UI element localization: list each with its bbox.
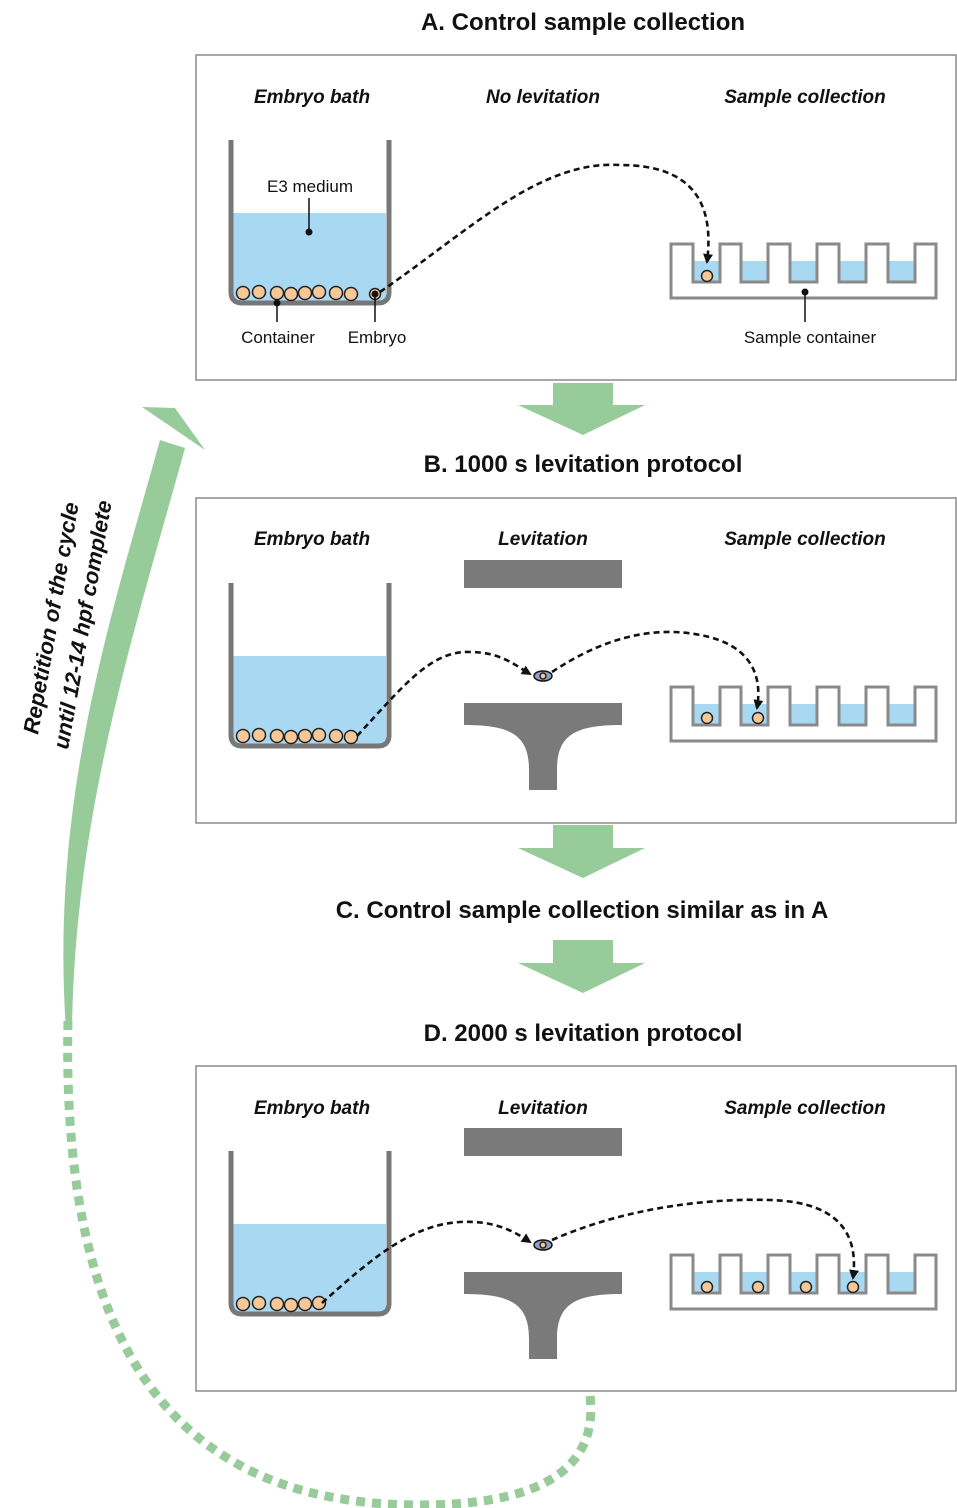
cycle-arrow: [63, 407, 596, 1508]
e3-medium-label: E3 medium: [267, 177, 353, 196]
panel-d-sample-container: [669, 1253, 938, 1311]
panel-a-title: A. Control sample collection: [421, 9, 745, 36]
embryo-label: Embryo: [348, 328, 407, 347]
panel-a-embryo-bath-heading: Embryo bath: [254, 87, 370, 108]
panel-d-embryo-bath-heading: Embryo bath: [254, 1098, 370, 1119]
panel-d-levitator: [464, 1128, 622, 1359]
panel-b-embryo-bath-heading: Embryo bath: [254, 529, 370, 550]
panel-b-levitator: [464, 560, 622, 790]
flow-arrow-b-c-icon: [518, 825, 645, 878]
panel-c-title: C. Control sample collection similar as …: [336, 897, 829, 924]
panel-b-title: B. 1000 s levitation protocol: [424, 451, 743, 478]
sample-container-label: Sample container: [744, 328, 877, 347]
panel-b-levitation-heading: Levitation: [498, 529, 588, 550]
flow-arrow-c-d-icon: [518, 940, 645, 993]
cycle-arrowhead-icon: [142, 407, 205, 450]
panel-a-sample-container: [669, 242, 938, 300]
panel-b-sample-collection-heading: Sample collection: [724, 529, 886, 550]
panel-d-sample-collection-heading: Sample collection: [724, 1098, 886, 1119]
panel-d-levitation-heading: Levitation: [498, 1098, 588, 1119]
panel-a-sample-collection-heading: Sample collection: [724, 87, 886, 108]
panel-a-no-levitation-heading: No levitation: [486, 87, 600, 108]
panel-b-embryo-bath: [228, 583, 392, 749]
panel-d-title: D. 2000 s levitation protocol: [424, 1020, 743, 1047]
container-label: Container: [241, 328, 315, 347]
flow-arrow-a-b-icon: [518, 383, 645, 435]
